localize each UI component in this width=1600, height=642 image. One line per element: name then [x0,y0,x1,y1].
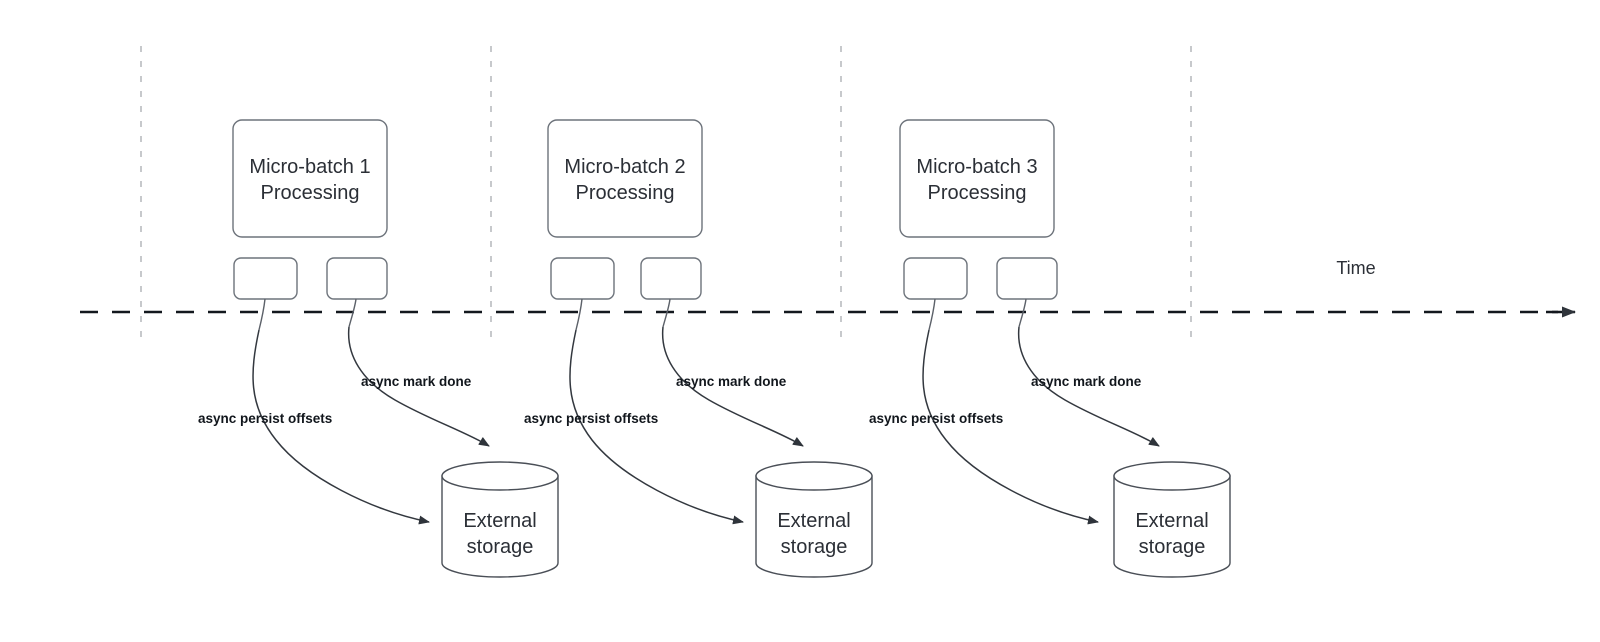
micro-batch-group-2: Micro-batch 2 Processing async mark done… [524,119,873,578]
edge-async-mark-done-3 [1017,326,1160,447]
task-stem-3b [1018,298,1027,328]
micro-batch-label-2-line1: Micro-batch 2 [564,156,685,178]
micro-batch-box-1[interactable] [232,119,388,238]
edge-label-async-persist-offsets-3: async persist offsets [869,411,1003,426]
task-stem-2a [575,298,583,331]
external-storage-label-1-line2: storage [467,536,534,558]
external-storage-label-2-line2: storage [781,536,848,558]
edge-async-persist-offsets-2 [569,329,744,525]
micro-batch-label-1-line2: Processing [261,182,360,204]
micro-batch-label-3-line2: Processing [928,182,1027,204]
micro-batch-label-3-line1: Micro-batch 3 [916,156,1037,178]
edge-label-async-mark-done-2: async mark done [676,374,787,389]
task-box-2b[interactable] [640,257,702,300]
micro-batch-label-1-line1: Micro-batch 1 [249,156,370,178]
external-storage-cylinder-2[interactable] [755,461,873,578]
task-box-1a[interactable] [233,257,298,300]
external-storage-label-2-line1: External [777,510,850,532]
edge-async-persist-offsets-3 [922,329,1099,525]
task-box-3a[interactable] [903,257,968,300]
edge-async-mark-done-1 [347,326,490,447]
external-storage-label-1-line1: External [463,510,536,532]
task-box-1b[interactable] [326,257,388,300]
task-stem-2b [662,298,671,328]
task-box-3b[interactable] [996,257,1058,300]
edge-label-async-persist-offsets-2: async persist offsets [524,411,658,426]
micro-batch-group-1: Micro-batch 1 Processing async mark done… [198,119,559,578]
micro-batch-group-3: Micro-batch 3 Processing async mark done… [869,119,1231,578]
edge-label-async-mark-done-1: async mark done [361,374,472,389]
edge-async-mark-done-2 [661,326,804,447]
external-storage-cylinder-1[interactable] [441,461,559,578]
task-stem-1b [348,298,357,328]
edge-async-persist-offsets-1 [252,329,430,525]
micro-batch-box-3[interactable] [899,119,1055,238]
time-axis-label: Time [1336,258,1375,278]
external-storage-cylinder-3[interactable] [1113,461,1231,578]
external-storage-label-3-line2: storage [1139,536,1206,558]
external-storage-label-3-line1: External [1135,510,1208,532]
separator-lines [140,46,1192,340]
edge-label-async-mark-done-3: async mark done [1031,374,1142,389]
micro-batch-box-2[interactable] [547,119,703,238]
task-box-2a[interactable] [550,257,615,300]
micro-batch-label-2-line2: Processing [576,182,675,204]
task-stem-3a [928,298,936,331]
task-stem-1a [258,298,266,331]
edge-label-async-persist-offsets-1: async persist offsets [198,411,332,426]
